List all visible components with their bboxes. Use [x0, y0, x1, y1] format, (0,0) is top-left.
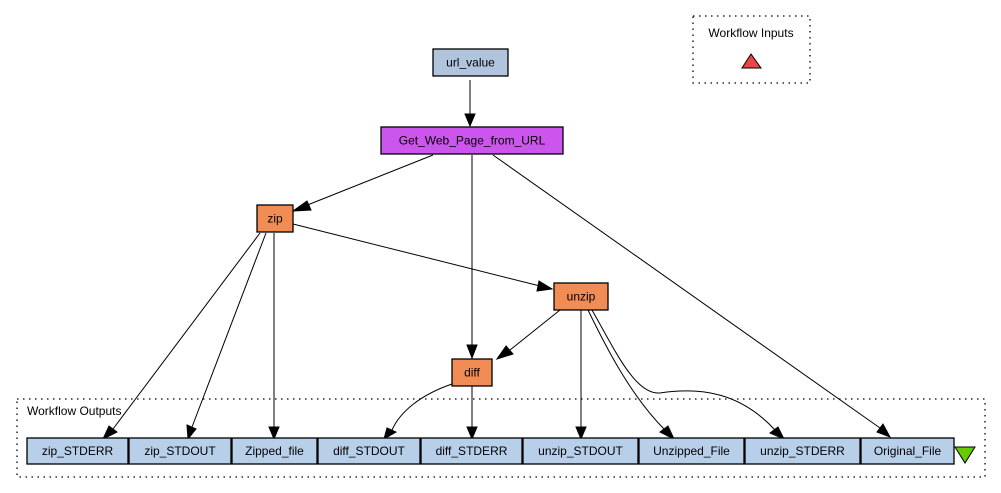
node-unzip-label: unzip — [567, 290, 596, 304]
edge-zip-zip_stderr — [112, 232, 261, 430]
output-port-zip-stdout[interactable]: zip_STDOUT — [128, 437, 232, 465]
output-label: zip_STDOUT — [144, 444, 216, 458]
edge-unzip-unzip_stderr — [591, 309, 776, 431]
node-diff[interactable]: diff — [451, 358, 493, 387]
workflow-inputs-cluster: Workflow Inputs — [692, 15, 811, 84]
output-label: unzip_STDERR — [760, 444, 845, 458]
output-label: Unzipped_File — [653, 444, 730, 458]
arrowhead — [268, 426, 280, 441]
arrowhead — [769, 426, 786, 440]
node-get-web-page-label: Get_Web_Page_from_URL — [399, 134, 546, 148]
arrowhead — [291, 200, 312, 212]
edge-unzip-unzipped_file — [587, 309, 666, 431]
node-zip[interactable]: zip — [256, 204, 294, 233]
triangle-down-icon — [954, 446, 976, 464]
node-url-value-label: url_value — [446, 56, 495, 70]
output-label: Zipped_file — [245, 444, 304, 458]
output-port-zipped-file[interactable]: Zipped_file — [231, 437, 318, 465]
workflow-inputs-label: Workflow Inputs — [708, 26, 793, 40]
arrowhead — [101, 425, 118, 441]
output-port-zip-stderr[interactable]: zip_STDERR — [26, 437, 129, 465]
arrowhead — [575, 426, 587, 441]
node-diff-label: diff — [464, 366, 480, 380]
output-port-unzip-stdout[interactable]: unzip_STDOUT — [522, 437, 639, 465]
edge-get_web_page-zip — [304, 154, 434, 207]
edges — [101, 80, 892, 441]
edge-unzip-diff — [509, 309, 561, 351]
output-label: diff_STDERR — [436, 444, 508, 458]
arrowhead — [186, 424, 197, 441]
workflow-outputs-cluster: Workflow Outputs — [16, 398, 986, 478]
arrowhead — [536, 280, 554, 292]
arrowhead — [876, 423, 892, 438]
node-url-value[interactable]: url_value — [432, 48, 509, 77]
output-port-original-file[interactable]: Original_File — [860, 437, 955, 465]
workflow-outputs-label: Workflow Outputs — [27, 404, 121, 418]
output-label: diff_STDOUT — [333, 444, 405, 458]
output-ports: zip_STDERR zip_STDOUT Zipped_file diff_S… — [26, 437, 955, 465]
arrowhead — [659, 425, 676, 441]
output-port-diff-stdout[interactable]: diff_STDOUT — [317, 437, 421, 465]
arrowhead — [466, 426, 478, 441]
output-port-unzipped-file[interactable]: Unzipped_File — [638, 437, 745, 465]
output-label: unzip_STDOUT — [538, 444, 623, 458]
output-label: Original_File — [874, 444, 942, 458]
output-port-unzip-stderr[interactable]: unzip_STDERR — [744, 437, 861, 465]
node-get-web-page-from-url[interactable]: Get_Web_Page_from_URL — [380, 126, 564, 155]
edge-zip-unzip — [292, 223, 541, 287]
arrowhead — [383, 427, 398, 441]
node-zip-label: zip — [267, 212, 283, 226]
output-label: zip_STDERR — [42, 444, 114, 458]
output-port-diff-stderr[interactable]: diff_STDERR — [420, 437, 523, 465]
workflow-inputs-border — [692, 15, 811, 84]
workflow-outputs-border — [16, 398, 986, 478]
edge-get_web_page-original_file — [492, 154, 881, 429]
arrowhead — [466, 344, 478, 360]
arrowhead — [495, 345, 514, 360]
node-unzip[interactable]: unzip — [553, 282, 609, 311]
triangle-up-icon — [741, 53, 762, 69]
edge-diff-diff_stdout — [391, 383, 453, 431]
arrowhead — [464, 113, 476, 128]
edge-zip-zip_stdout — [191, 232, 267, 428]
